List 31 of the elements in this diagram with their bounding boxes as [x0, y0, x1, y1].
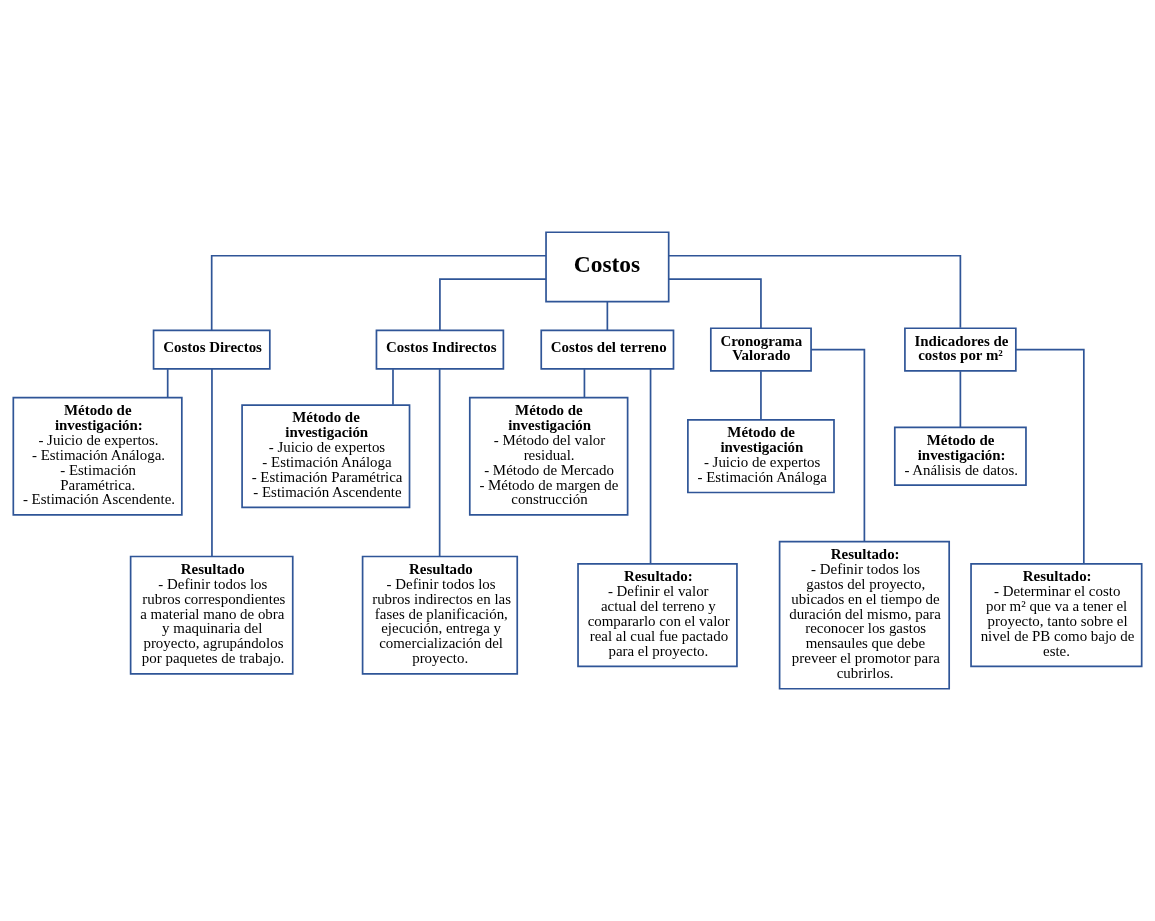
- connector: [392, 368, 394, 406]
- connector: [606, 301, 609, 332]
- connector: [668, 254, 962, 329]
- node-box: Costos Directos: [152, 329, 271, 370]
- node-box: Método de investigación - Método del valor residual. - Método de Mercado - Método de margen de construcción: [468, 396, 629, 516]
- node-box: Costos del terreno: [540, 329, 675, 370]
- node-box: Resultado: - Definir todos los gastos del proyecto, ubicados en el tiempo de duración del mismo, para reconocer los gastos mensaules que debe preveer el promotor para cubrirlos.: [778, 540, 951, 690]
- node-box: Costos: [545, 231, 670, 303]
- node-box: Método de investigación: - Juicio de expertos. - Estimación Análoga. - Estimación Paramétrica. - Estimación Ascendente.: [12, 396, 183, 516]
- connector: [959, 370, 962, 429]
- connector: [810, 348, 866, 543]
- connector: [211, 368, 213, 558]
- node-box: Método de investigación - Juicio de expertos - Estimación Análoga - Estimación Paramétrica - Estimación Ascendente: [241, 404, 411, 509]
- node-box: Resultado: - Definir el valor actual del terreno y compararlo con el valor real al cual fue pactado para el proyecto.: [577, 563, 738, 668]
- connector: [583, 368, 586, 399]
- node-box: Costos Indirectos: [375, 329, 505, 370]
- connector: [668, 278, 762, 329]
- node-box: Resultado: - Determinar el costo por m² que va a tener el proyecto, tanto sobre el nivel de PB como bajo de este.: [970, 563, 1143, 668]
- node-box: Resultado - Definir todos los rubros correspondientes a material mano de obra y maquinaria del proyecto, agrupándolos por paquetes de trabajo.: [129, 555, 294, 675]
- connector: [438, 368, 441, 558]
- connector: [439, 278, 547, 332]
- node-box: Indicadores de costos por m²: [904, 327, 1017, 372]
- connector: [760, 370, 762, 421]
- connector: [166, 368, 169, 399]
- node-box: Cronograma Valorado: [709, 327, 812, 372]
- node-box: Método de investigación: - Análisis de datos.: [893, 426, 1027, 486]
- connector: [1015, 348, 1085, 565]
- node-box: Resultado - Definir todos los rubros indirectos en las fases de planificación, ejecución, entrega y comercialización del proyecto.: [361, 555, 519, 675]
- connector: [210, 254, 547, 331]
- node-box: Método de investigación - Juicio de expertos - Estimación Análoga: [687, 419, 835, 494]
- connector: [649, 368, 652, 565]
